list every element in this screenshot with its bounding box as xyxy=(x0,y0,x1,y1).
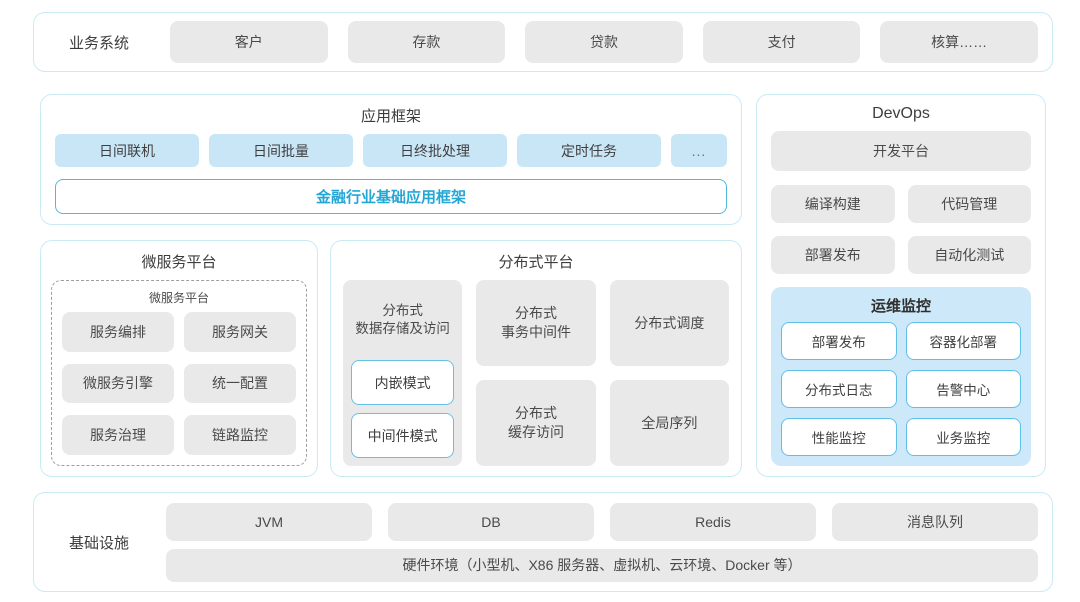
module-box-daytime-online: 日间联机 xyxy=(55,134,199,167)
infrastructure-panel: 基础设施 JVM DB Redis 消息队列 硬件环境（小型机、X86 服务器、… xyxy=(33,492,1053,592)
module-box-scheduled-tasks: 定时任务 xyxy=(517,134,661,167)
infra-box-jvm: JVM xyxy=(166,502,372,541)
devops-box-dev-platform: 开发平台 xyxy=(771,131,1031,171)
storage-mode-embedded: 内嵌模式 xyxy=(351,360,455,405)
microservice-box-orchestration: 服务编排 xyxy=(62,312,174,352)
infrastructure-row: JVM DB Redis 消息队列 xyxy=(166,502,1038,541)
ops-monitoring-grid: 部署发布 容器化部署 分布式日志 告警中心 性能监控 业务监控 xyxy=(781,322,1021,456)
distributed-box-cache: 分布式 缓存访问 xyxy=(476,380,596,466)
app-framework-panel: 应用框架 日间联机 日间批量 日终批处理 定时任务 ... 金融行业基础应用框架 xyxy=(40,94,742,225)
distributed-col-middle: 分布式 事务中间件 分布式 缓存访问 xyxy=(476,280,596,466)
distributed-grid: 分布式 数据存储及访问 内嵌模式 中间件模式 分布式 事务中间件 分布式 缓存访… xyxy=(343,280,729,466)
infra-box-hardware: 硬件环境（小型机、X86 服务器、虚拟机、云环境、Docker 等） xyxy=(166,548,1038,582)
microservice-box-engine: 微服务引擎 xyxy=(62,363,174,404)
monitor-box-container-deploy: 容器化部署 xyxy=(905,322,1021,360)
monitor-box-biz-monitor: 业务监控 xyxy=(905,418,1021,456)
module-box-daytime-batch: 日间批量 xyxy=(209,134,353,167)
module-box-more: ... xyxy=(671,134,727,167)
ops-monitoring-panel: 运维监控 部署发布 容器化部署 分布式日志 告警中心 性能监控 业务监控 xyxy=(771,287,1031,466)
microservice-grid: 服务编排 服务网关 微服务引擎 统一配置 服务治理 链路监控 xyxy=(62,312,296,455)
microservice-inner-title: 微服务平台 xyxy=(148,291,209,305)
microservice-box-governance: 服务治理 xyxy=(62,415,174,455)
devops-box-build: 编译构建 xyxy=(771,185,895,223)
monitor-box-deploy: 部署发布 xyxy=(781,322,897,360)
microservice-title: 微服务平台 xyxy=(141,254,217,271)
devops-box-code-mgmt: 代码管理 xyxy=(907,185,1031,223)
business-systems-panel: 业务系统 客户 存款 贷款 支付 核算…… xyxy=(33,12,1053,72)
microservice-box-gateway: 服务网关 xyxy=(184,312,296,352)
business-systems-label: 业务系统 xyxy=(68,34,129,52)
devops-tools-grid: 编译构建 代码管理 部署发布 自动化测试 xyxy=(771,185,1031,274)
storage-mode-middleware: 中间件模式 xyxy=(351,413,455,458)
distributed-panel: 分布式平台 分布式 数据存储及访问 内嵌模式 中间件模式 分布式 事务中间件 分… xyxy=(330,240,742,477)
business-box-loan: 贷款 xyxy=(525,21,683,63)
business-box-accounting: 核算…… xyxy=(880,21,1038,63)
distributed-storage-label: 分布式 数据存储及访问 xyxy=(355,302,450,336)
app-framework-title: 应用框架 xyxy=(360,108,421,125)
distributed-box-transaction: 分布式 事务中间件 xyxy=(476,280,596,366)
distributed-col-right: 分布式调度 全局序列 xyxy=(609,280,729,466)
microservice-box-tracing: 链路监控 xyxy=(184,415,296,455)
infra-box-redis: Redis xyxy=(610,502,816,541)
monitor-box-perf-monitor: 性能监控 xyxy=(781,418,897,456)
business-box-deposit: 存款 xyxy=(347,21,506,63)
infra-box-db: DB xyxy=(388,502,594,541)
monitor-box-distributed-log: 分布式日志 xyxy=(781,370,897,408)
infrastructure-label: 基础设施 xyxy=(68,534,129,552)
devops-box-deploy: 部署发布 xyxy=(771,236,895,274)
microservice-inner-box: 微服务平台 服务编排 服务网关 微服务引擎 统一配置 服务治理 链路监控 xyxy=(51,280,307,466)
distributed-box-sequence: 全局序列 xyxy=(609,380,729,466)
module-box-eod-batch: 日终批处理 xyxy=(363,134,507,167)
base-framework-box: 金融行业基础应用框架 xyxy=(55,179,727,214)
distributed-box-scheduler: 分布式调度 xyxy=(609,280,729,366)
app-framework-modules: 日间联机 日间批量 日终批处理 定时任务 ... xyxy=(55,134,727,167)
infra-box-mq: 消息队列 xyxy=(832,502,1038,541)
devops-panel: DevOps 开发平台 编译构建 代码管理 部署发布 自动化测试 运维监控 部署… xyxy=(756,94,1046,477)
microservice-box-config: 统一配置 xyxy=(184,363,296,404)
business-box-payment: 支付 xyxy=(702,21,861,63)
infrastructure-content: JVM DB Redis 消息队列 硬件环境（小型机、X86 服务器、虚拟机、云… xyxy=(166,502,1038,582)
devops-box-auto-test: 自动化测试 xyxy=(907,236,1031,274)
distributed-title: 分布式平台 xyxy=(498,254,574,271)
ops-monitoring-title: 运维监控 xyxy=(870,298,931,315)
distributed-storage-box: 分布式 数据存储及访问 内嵌模式 中间件模式 xyxy=(343,280,463,466)
microservice-panel: 微服务平台 微服务平台 服务编排 服务网关 微服务引擎 统一配置 服务治理 链路… xyxy=(40,240,318,477)
monitor-box-alert-center: 告警中心 xyxy=(905,370,1021,408)
business-box-customer: 客户 xyxy=(170,21,328,63)
devops-title: DevOps xyxy=(872,105,930,122)
